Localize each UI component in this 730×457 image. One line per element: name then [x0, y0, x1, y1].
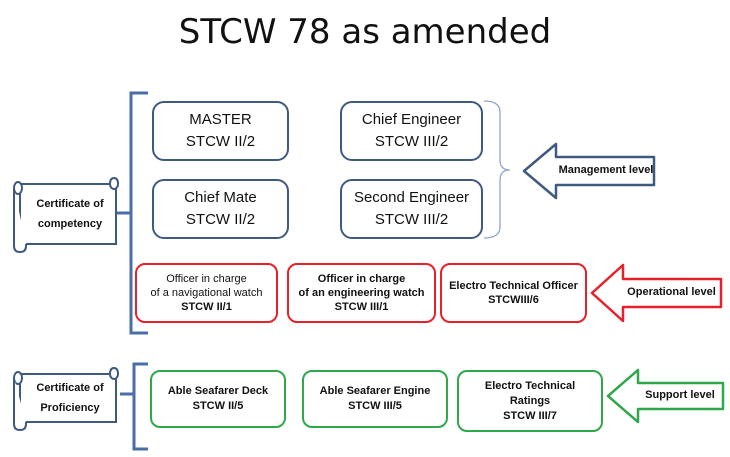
able-deck-code: STCW II/5 [192, 400, 244, 412]
certificate-competency-line2: competency [37, 218, 103, 230]
competency-scroll [13, 176, 119, 254]
proficiency-bracket [120, 362, 148, 451]
chief-engineer-box: Chief Engineer STCW III/2 [340, 101, 483, 161]
management-arrow [522, 142, 656, 200]
chief-mate-title: Chief Mate [184, 189, 257, 206]
etr-line2: Ratings [509, 394, 551, 407]
support-level-label: Support level [645, 389, 715, 401]
certificate-proficiency-label: Certificate of Proficiency [24, 378, 116, 418]
chief-mate-code: STCW II/2 [185, 211, 256, 228]
chief-engineer-title: Chief Engineer [361, 111, 462, 128]
able-engine-title: Able Seafarer Engine [319, 385, 431, 397]
operational-level-label: Operational level [627, 286, 716, 298]
support-arrow [606, 368, 725, 424]
master-title: MASTER [189, 111, 252, 128]
second-engineer-code: STCW III/2 [374, 211, 449, 228]
etr-box: Electro Technical Ratings STCW III/7 [457, 370, 603, 432]
second-engineer-box: Second Engineer STCW III/2 [340, 179, 483, 239]
nav-officer-box: Officer in charge of a navigational watc… [135, 263, 278, 323]
second-engineer-title: Second Engineer [353, 189, 470, 206]
master-code: STCW II/2 [185, 133, 256, 150]
operational-arrow [590, 263, 723, 323]
eng-officer-line2: of an engineering watch [298, 287, 425, 299]
chief-mate-box: Chief Mate STCW II/2 [152, 179, 289, 239]
nav-officer-line1: Officer in charge [166, 273, 247, 285]
certificate-competency-line1: Certificate of [36, 198, 104, 210]
eng-officer-box: Officer in charge of an engineering watc… [287, 263, 436, 323]
able-deck-title: Able Seafarer Deck [167, 385, 269, 397]
certificate-proficiency-line2: Proficiency [40, 402, 100, 414]
eng-officer-line1: Officer in charge [317, 273, 406, 285]
able-deck-box: Able Seafarer Deck STCW II/5 [150, 370, 286, 428]
page-title: STCW 78 as amended [178, 12, 552, 52]
certificate-proficiency-line1: Certificate of [36, 382, 104, 394]
management-brace [483, 100, 511, 239]
etr-code: STCW III/7 [503, 409, 557, 422]
etr-line1: Electro Technical [484, 379, 576, 392]
nav-officer-line2: of a navigational watch [150, 287, 263, 299]
able-engine-box: Able Seafarer Engine STCW III/5 [302, 370, 448, 428]
eto-title: Electro Technical Officer [449, 280, 578, 292]
chief-engineer-code: STCW III/2 [374, 133, 449, 150]
eto-box: Electro Technical Officer STCWIII/6 [440, 263, 587, 323]
management-level-label: Management level [558, 164, 654, 176]
nav-officer-code: STCW II/1 [181, 301, 232, 313]
master-box: MASTER STCW II/2 [152, 101, 289, 161]
competency-bracket [117, 91, 148, 335]
eto-code: STCWIII/6 [488, 294, 539, 306]
able-engine-code: STCW III/5 [348, 400, 402, 412]
proficiency-scroll [13, 366, 119, 432]
certificate-competency-label: Certificate of competency [24, 194, 116, 234]
eng-officer-code: STCW III/1 [334, 301, 389, 313]
